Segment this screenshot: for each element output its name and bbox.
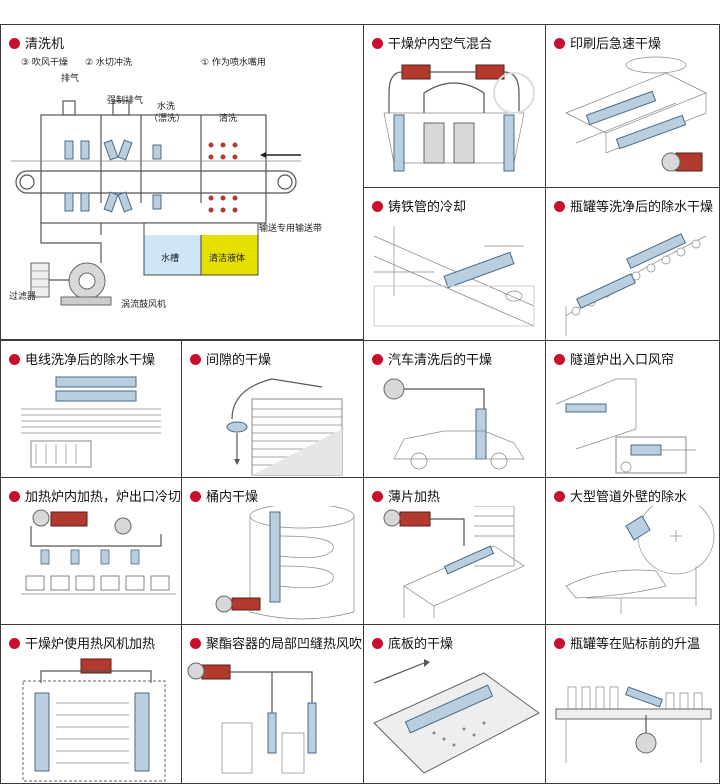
label-belt: 输送专用输送带 xyxy=(259,224,323,234)
panel-title: 薄片加热 xyxy=(372,486,440,505)
panel-title: 清洗机 xyxy=(9,33,64,52)
oven-air-mix-diagram xyxy=(383,64,535,172)
polyester-gap-dry-diagram xyxy=(187,662,317,774)
label-blow-dry: ③ 吹风干燥 xyxy=(21,58,68,68)
label-rinse: 水洗 xyxy=(157,102,176,112)
sheet-heat-diagram xyxy=(383,506,525,618)
wire-dewater-diagram xyxy=(21,376,161,468)
panel-sheet-heat: 薄片加热 xyxy=(363,477,546,625)
panel-board-dry: 底板的干燥 xyxy=(363,624,546,784)
bullet-icon xyxy=(554,491,565,502)
pipe-dewater-diagram xyxy=(565,506,715,614)
panel-title: 底板的干燥 xyxy=(372,633,453,652)
panel-pipe-dewater: 大型管道外壁的除水 xyxy=(545,477,720,625)
panel-oven-hot-air: 干燥炉使用热风机加热 xyxy=(0,624,182,784)
bullet-icon xyxy=(190,638,201,649)
label-nozzle: ① 作为喷水嘴用 xyxy=(201,58,266,68)
panel-wire-dewater: 电线洗净后的除水干燥 xyxy=(0,340,182,478)
panel-oven-air-mix: 干燥炉内空气混合 xyxy=(363,24,546,188)
bullet-icon xyxy=(190,354,201,365)
panel-bottle-preheat: 瓶罐等在贴标前的升温 xyxy=(545,624,720,784)
bullet-icon xyxy=(372,201,383,212)
oven-hot-air-diagram xyxy=(22,658,166,782)
label-detergent: 清洁液体 xyxy=(209,254,246,264)
panel-polyester-gap-dry: 聚酯容器的局部凹缝热风吹干 xyxy=(181,624,364,784)
bullet-icon xyxy=(372,491,383,502)
washer-diagram xyxy=(11,100,301,306)
label-water-tank: 水槽 xyxy=(161,254,180,264)
printing-dry-diagram xyxy=(565,56,707,172)
panel-gap-dry: 间隙的干燥 xyxy=(181,340,364,478)
panel-title: 大型管道外壁的除水 xyxy=(554,486,687,505)
drum-dry-diagram xyxy=(215,506,355,620)
label-rinse-sub: （漂洗） xyxy=(149,114,186,124)
bullet-icon xyxy=(372,638,383,649)
bullet-icon xyxy=(554,638,565,649)
bullet-icon xyxy=(372,354,383,365)
label-exhaust: 排气 xyxy=(61,74,80,84)
panel-title: 间隙的干燥 xyxy=(190,349,271,368)
bullet-icon xyxy=(9,491,20,502)
bullet-icon xyxy=(554,201,565,212)
panel-printing-dry: 印刷后急速干燥 xyxy=(545,24,720,188)
furnace-heat-diagram xyxy=(21,509,176,595)
panel-title: 桶内干燥 xyxy=(190,486,258,505)
bullet-icon xyxy=(372,38,383,49)
panel-washer: 清洗机 xyxy=(0,24,364,340)
panel-cast-iron-cooling: 铸铁管的冷却 xyxy=(363,187,546,341)
panel-car-dry: 汽车清洗后的干燥 xyxy=(363,340,546,478)
gap-dry-diagram xyxy=(226,378,343,476)
bullet-icon xyxy=(9,38,20,49)
label-blower: 涡流鼓风机 xyxy=(121,300,167,310)
panel-title: 加热炉内加热，炉出口冷切 xyxy=(9,486,181,505)
panel-tunnel-curtain: 隧道炉出入口风帘 xyxy=(545,340,720,478)
panel-title: 瓶罐等洗净后的除水干燥 xyxy=(554,196,713,215)
bullet-icon xyxy=(190,491,201,502)
tunnel-curtain-diagram xyxy=(555,378,696,474)
panel-title: 干燥炉使用热风机加热 xyxy=(9,633,155,652)
panel-drum-dry: 桶内干燥 xyxy=(181,477,364,625)
panel-furnace-heat: 加热炉内加热，炉出口冷切 xyxy=(0,477,182,625)
panel-title: 聚酯容器的局部凹缝热风吹干 xyxy=(190,633,363,652)
bottle-dewater-diagram xyxy=(565,233,707,336)
label-water-cut: ② 水切冲洗 xyxy=(85,58,132,68)
panel-title: 电线洗净后的除水干燥 xyxy=(9,349,155,368)
panel-title: 干燥炉内空气混合 xyxy=(372,33,492,52)
panel-bottle-dewater: 瓶罐等洗净后的除水干燥 xyxy=(545,187,720,341)
bottle-preheat-diagram xyxy=(555,686,712,763)
panel-title: 印刷后急速干燥 xyxy=(554,33,661,52)
bullet-icon xyxy=(9,638,20,649)
bullet-icon xyxy=(554,38,565,49)
panel-title: 铸铁管的冷却 xyxy=(372,196,466,215)
bullet-icon xyxy=(554,354,565,365)
label-clean: 清洗 xyxy=(219,114,238,124)
panel-title: 汽车清洗后的干燥 xyxy=(372,349,492,368)
panel-title: 瓶罐等在贴标前的升温 xyxy=(554,633,700,652)
panel-title: 隧道炉出入口风帘 xyxy=(554,349,674,368)
cast-iron-cooling-diagram xyxy=(373,226,535,327)
label-forced-exhaust: 强制排气 xyxy=(107,96,144,106)
label-filter: 过滤器 xyxy=(9,292,37,302)
bullet-icon xyxy=(9,354,20,365)
car-dry-diagram xyxy=(383,378,525,470)
board-dry-diagram xyxy=(373,659,540,774)
